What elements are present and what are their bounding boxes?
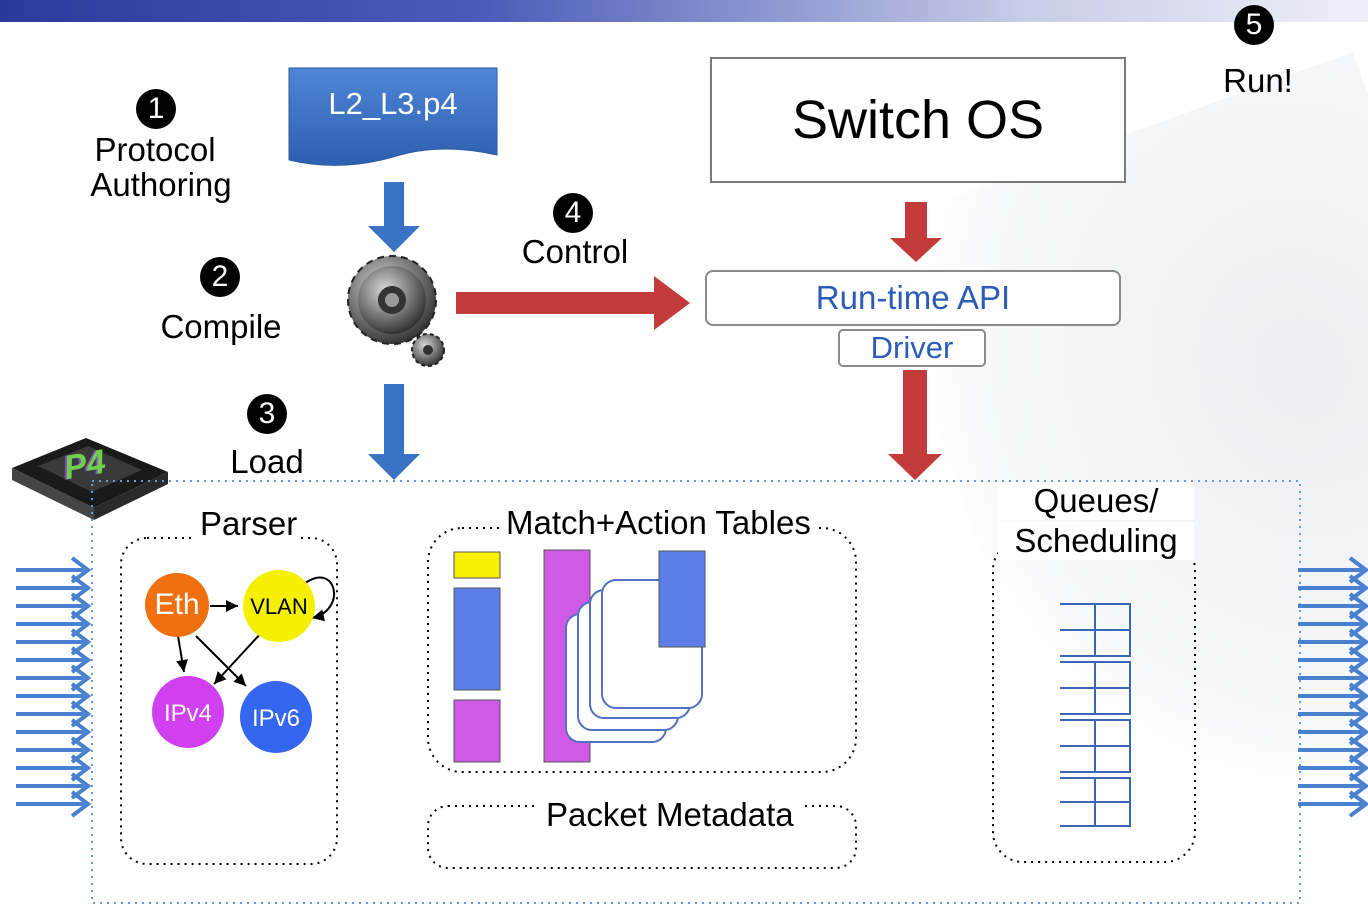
- parser-title: Parser: [196, 505, 302, 543]
- target-boundary: [91, 480, 1301, 904]
- arrow-compiler-to-target: [368, 384, 420, 480]
- driver-label: Driver: [870, 330, 954, 365]
- packet-metadata-label: Packet Metadata: [538, 796, 802, 834]
- parser-node-vlan-label: VLAN: [250, 594, 308, 619]
- arrow-file-to-compiler: [368, 182, 420, 252]
- metadata-box: [427, 805, 857, 869]
- input-packet-arrows: [16, 556, 92, 818]
- table-key-blue: [453, 587, 501, 691]
- p4-file-name: L2_L3.p4: [328, 86, 458, 121]
- step-5-badge: 5: [1234, 5, 1274, 45]
- switch-os-box: Switch OS: [710, 57, 1126, 183]
- arrow-os-to-api: [890, 202, 942, 262]
- table-key-magenta: [453, 699, 501, 763]
- parser-node-vlan: [243, 570, 315, 642]
- arrow-control: [456, 276, 690, 330]
- step-1-label-line2: Authoring: [90, 166, 232, 203]
- p4-file-document: [288, 67, 498, 166]
- arrow-driver-to-target: [888, 370, 942, 480]
- driver-box: Driver: [838, 329, 986, 367]
- parser-node-eth-label: Eth: [154, 588, 200, 621]
- switch-os-label: Switch OS: [791, 90, 1045, 150]
- step-2-badge: 2: [200, 257, 240, 297]
- queues-title-line1: Queues/: [998, 482, 1194, 520]
- step-2-label: Compile: [160, 308, 282, 345]
- tables-title: Match+Action Tables: [500, 504, 817, 542]
- parser-node-ipv6: [240, 681, 312, 753]
- p4-chip-icon: [12, 438, 168, 520]
- parser-node-ipv4: [152, 676, 224, 748]
- queue-icons: [1060, 603, 1131, 827]
- parser-node-ipv4-label: IPv4: [163, 700, 213, 727]
- title-bar: [0, 0, 1368, 22]
- gear-icon: [347, 255, 445, 367]
- step-1-label-line1: Protocol: [94, 131, 216, 168]
- output-packet-arrows: [1298, 556, 1368, 818]
- step-1-badge: 1: [136, 89, 176, 129]
- parser-node-ipv6-label: IPv6: [251, 705, 301, 732]
- queues-title-line2: Scheduling: [998, 522, 1194, 560]
- table-header-yellow: [453, 551, 501, 579]
- step-3-label: Load: [230, 443, 304, 480]
- step-3-badge: 3: [247, 394, 287, 434]
- step-4-label: Control: [521, 233, 629, 270]
- runtime-api-box: Run-time API: [705, 270, 1121, 326]
- table-action-blue: [658, 550, 706, 648]
- parse-graph-edges: [176, 576, 336, 687]
- p4-chip-logo-text: P4: [60, 442, 109, 488]
- step-4-badge: 4: [553, 193, 593, 233]
- step-5-label: Run!: [1223, 62, 1293, 99]
- parser-node-eth: [145, 573, 209, 637]
- runtime-api-label: Run-time API: [815, 279, 1011, 316]
